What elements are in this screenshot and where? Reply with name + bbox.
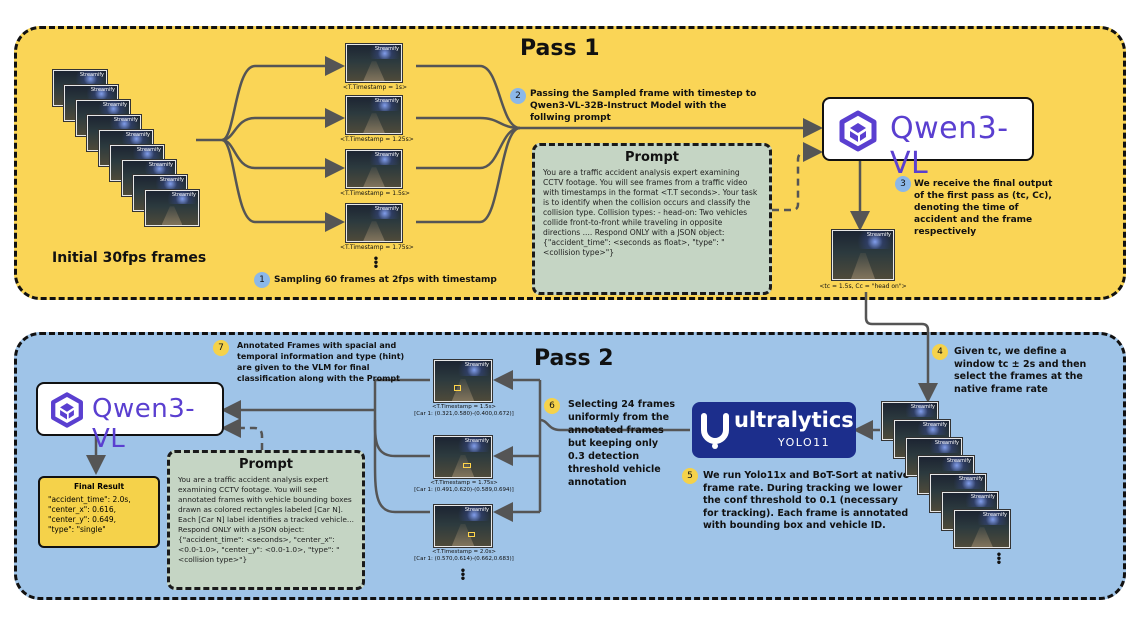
frame-watermark: Streamify bbox=[982, 512, 1007, 518]
ultralytics-logo-icon bbox=[701, 413, 729, 449]
step-6-text: Selecting 24 frames uniformly from the a… bbox=[568, 399, 676, 488]
frame-watermark: Streamify bbox=[90, 87, 115, 93]
more-frames-dots: ••• bbox=[995, 550, 1003, 569]
frame-watermark: Streamify bbox=[79, 72, 104, 78]
pass2-prompt-box: Prompt You are a traffic accident analys… bbox=[167, 450, 365, 590]
yolo-brand: ultralytics bbox=[734, 408, 854, 432]
sampled-frame-caption: <T.Timestamp = 1.75s> bbox=[340, 244, 414, 251]
annotated-frame-timestamp: <T.Timestamp = 2.0s> bbox=[431, 549, 497, 555]
pass1-output-caption: <tc = 1.5s, Cc = "head on"> bbox=[819, 283, 907, 290]
frame-watermark: Streamify bbox=[374, 206, 399, 212]
pass1-prompt-box: Prompt You are a traffic accident analys… bbox=[532, 143, 772, 295]
step-2-badge: 2 bbox=[510, 88, 526, 104]
annotated-frame: Streamify bbox=[434, 505, 492, 547]
pass1-title: Pass 1 bbox=[520, 36, 600, 61]
final-result-box: Final Result "accident_time": 2.0s, "cen… bbox=[38, 476, 160, 548]
frame-watermark: Streamify bbox=[374, 152, 399, 158]
sampled-frame: Streamify bbox=[346, 204, 402, 242]
pass2-title: Pass 2 bbox=[534, 346, 614, 371]
step-1-text: Sampling 60 frames at 2fps with timestam… bbox=[274, 275, 497, 285]
annotated-frame-timestamp: <T.Timestamp = 1.5s> bbox=[431, 404, 497, 410]
frame-watermark: Streamify bbox=[464, 362, 489, 368]
step-1-badge: 1 bbox=[254, 272, 270, 288]
initial-frames-label: Initial 30fps frames bbox=[52, 250, 207, 266]
step-3-badge: 3 bbox=[895, 176, 911, 192]
sampled-frame-caption: <T.Timestamp = 1.5s> bbox=[340, 190, 410, 197]
step-3-text: We receive the final output of the first… bbox=[914, 179, 1053, 237]
final-result-line: "type": "single" bbox=[48, 525, 106, 534]
frame-watermark: Streamify bbox=[946, 458, 971, 464]
sampled-frame-caption: <T.Timestamp = 1.25s> bbox=[340, 136, 414, 143]
step-4-badge: 4 bbox=[932, 344, 948, 360]
final-result-line: "center_y": 0.649, bbox=[48, 515, 116, 524]
frame-watermark: Streamify bbox=[171, 192, 196, 198]
bounding-box bbox=[454, 385, 461, 391]
sampled-frame: Streamify bbox=[346, 150, 402, 188]
prompt-body: You are a traffic accident analysis expe… bbox=[543, 168, 758, 257]
step-4-text: Given tc, we define a window tc ± 2s and… bbox=[954, 346, 1087, 395]
prompt-title: Prompt bbox=[625, 150, 679, 165]
frame-watermark: Streamify bbox=[910, 404, 935, 410]
frame-watermark: Streamify bbox=[922, 422, 947, 428]
frame-watermark: Streamify bbox=[148, 162, 173, 168]
frame-watermark: Streamify bbox=[125, 132, 150, 138]
final-result-line: "center_x": 0.616, bbox=[48, 505, 116, 514]
bounding-box bbox=[463, 463, 471, 468]
frame-watermark: Streamify bbox=[970, 494, 995, 500]
final-result-line: "accident_time": 2.0s, bbox=[48, 495, 131, 504]
qwen-model-name: Qwen3-VL bbox=[890, 111, 1009, 181]
frame-watermark: Streamify bbox=[464, 507, 489, 513]
qwen-logo-icon bbox=[51, 392, 83, 428]
qwen-final-model-box: Qwen3-VL bbox=[36, 382, 224, 454]
qwen-model-name: Qwen3-VL bbox=[92, 394, 196, 454]
frame-watermark: Streamify bbox=[934, 440, 959, 446]
more-frames-dots: ••• bbox=[459, 566, 467, 585]
native-frame: Streamify bbox=[954, 510, 1010, 548]
pass1-output-frame: Streamify bbox=[832, 230, 894, 280]
sampled-frame: Streamify bbox=[346, 96, 402, 134]
yolo-model-box: ultralytics YOLO11 bbox=[692, 402, 856, 458]
frame-watermark: Streamify bbox=[113, 117, 138, 123]
frame-watermark: Streamify bbox=[464, 438, 489, 444]
final-result-title: Final Result bbox=[73, 482, 125, 491]
frame-watermark: Streamify bbox=[102, 102, 127, 108]
sampled-frame-caption: <T.Timestamp = 1s> bbox=[342, 84, 408, 91]
qwen-logo-icon bbox=[839, 110, 877, 152]
frame-watermark: Streamify bbox=[958, 476, 983, 482]
bounding-box bbox=[468, 532, 475, 537]
frame-watermark: Streamify bbox=[374, 98, 399, 104]
frame-watermark: Streamify bbox=[136, 147, 161, 153]
prompt-body: You are a traffic accident analysis expe… bbox=[178, 475, 354, 564]
sampled-frame: Streamify bbox=[346, 44, 402, 82]
step-5-text: We run Yolo11x and BoT-Sort at native fr… bbox=[703, 470, 910, 531]
step-7-badge: 7 bbox=[213, 340, 229, 356]
annotated-frame-bbox: [Car 1: (0.321,0.580)-(0.400,0.672)] bbox=[414, 411, 514, 417]
initial-frame: Streamify bbox=[145, 190, 199, 226]
annotated-frame-bbox: [Car 1: (0.491,0.620)-(0.589,0.694)] bbox=[414, 487, 514, 493]
yolo-model-name: YOLO11 bbox=[778, 436, 831, 449]
step-2-text: Passing the Sampled frame with timestep … bbox=[530, 89, 757, 123]
prompt-title: Prompt bbox=[239, 457, 293, 472]
frame-watermark: Streamify bbox=[866, 232, 891, 238]
annotated-frame-timestamp: <T.Timestamp = 1.75s> bbox=[430, 480, 498, 486]
step-6-badge: 6 bbox=[544, 398, 560, 414]
step-7-text: Annotated Frames with spacial and tempor… bbox=[237, 341, 405, 383]
annotated-frame: Streamify bbox=[434, 436, 492, 478]
more-frames-dots: ••• bbox=[372, 254, 380, 273]
qwen-model-box: Qwen3-VL bbox=[822, 97, 1034, 181]
frame-watermark: Streamify bbox=[374, 46, 399, 52]
frame-watermark: Streamify bbox=[159, 177, 184, 183]
step-5-badge: 5 bbox=[682, 468, 698, 484]
annotated-frame: Streamify bbox=[434, 360, 492, 402]
annotated-frame-bbox: [Car 1: (0.570,0.614)-(0.662,0.683)] bbox=[414, 556, 514, 562]
